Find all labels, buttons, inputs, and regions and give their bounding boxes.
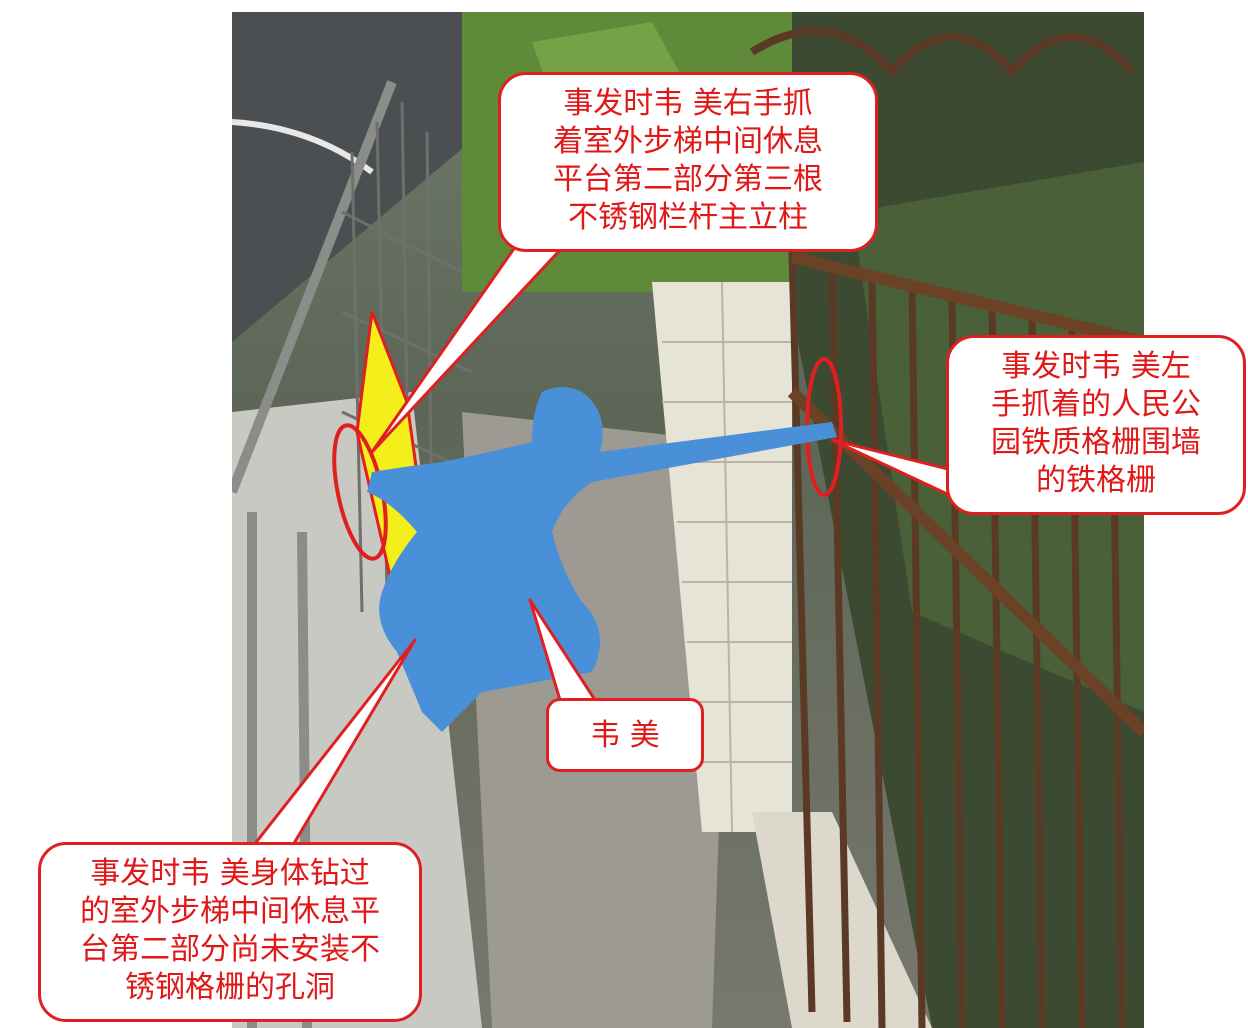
fence-arches [749, 27, 1136, 79]
callout-hole: 事发时韦 美身体钻过 的室外步梯中间休息平 台第二部分尚未安装不 锈钢格栅的孔洞 [38, 842, 422, 1022]
pointer-right [830, 438, 962, 502]
pointer-top [370, 238, 562, 454]
pointer-middle [528, 598, 597, 702]
silhouette-head [550, 390, 594, 434]
tiled-pillar [652, 282, 792, 832]
callout-left-hand: 事发时韦 美左 手抓着的人民公 园铁质格栅围墙 的铁格栅 [946, 335, 1246, 515]
callout-person: 韦 美 [546, 698, 704, 772]
pointer-bottom [248, 638, 417, 852]
callout-right-hand: 事发时韦 美右手抓 着室外步梯中间休息 平台第二部分第三根 不锈钢栏杆主立柱 [498, 72, 878, 252]
person-silhouette [367, 387, 837, 732]
pillar-tiles [662, 281, 792, 833]
